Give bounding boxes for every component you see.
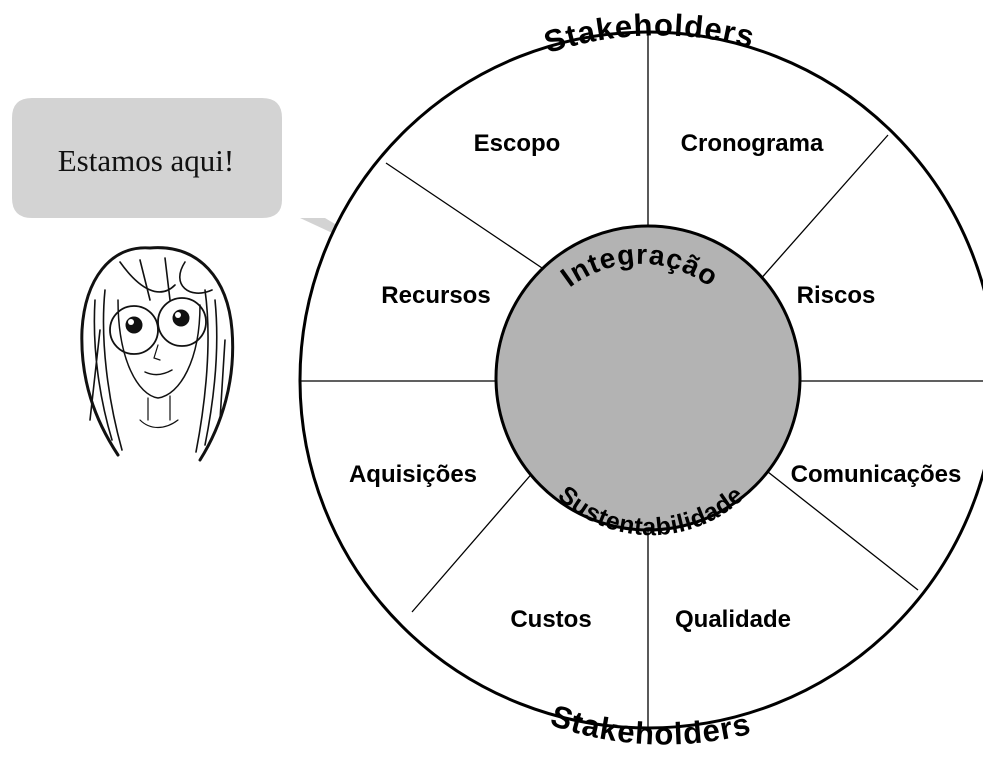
speech-bubble: Estamos aqui!: [12, 98, 412, 270]
mouth: [144, 369, 173, 376]
area-aquisicoes: Aquisições: [349, 461, 477, 488]
speech-bubble-shape: [12, 98, 412, 270]
neck: [139, 395, 179, 429]
area-comunicacoes: Comunicações: [791, 461, 962, 488]
area-cronograma: Cronograma: [681, 130, 824, 157]
speech-bubble-text: Estamos aqui!: [58, 143, 235, 178]
area-escopo: Escopo: [474, 130, 561, 157]
area-custos: Custos: [510, 606, 591, 633]
eye-right: [172, 309, 190, 327]
area-riscos: Riscos: [797, 282, 876, 309]
hair-outline: [80, 246, 235, 462]
center-circle: [494, 224, 802, 532]
area-recursos: Recursos: [381, 282, 490, 309]
glasses-right: [157, 297, 207, 347]
face-outline: [117, 299, 201, 399]
eye-left: [125, 316, 143, 334]
girl-illustration: [80, 246, 235, 462]
hair-strands: [89, 257, 226, 453]
wheel: [298, 30, 983, 730]
nose: [153, 344, 161, 361]
area-qualidade: Qualidade: [675, 606, 791, 633]
divider-lines: [300, 33, 983, 727]
glasses-left: [109, 305, 159, 355]
